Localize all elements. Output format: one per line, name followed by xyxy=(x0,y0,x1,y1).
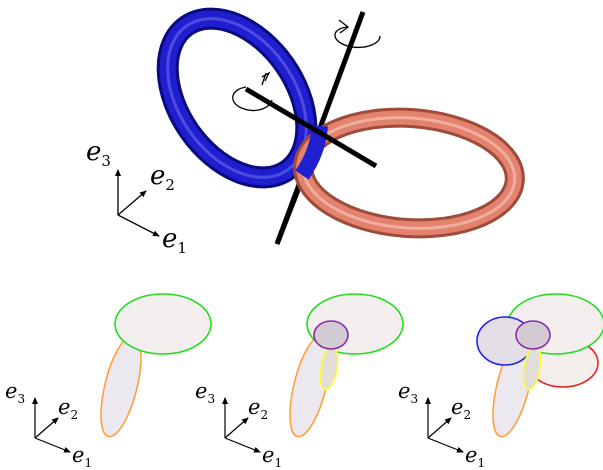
ellipse-purple xyxy=(515,320,551,350)
label-e1: e1 xyxy=(72,443,92,470)
label-e2: e2 xyxy=(58,395,78,422)
axis-triad-panel-2: e3 e2 e1 xyxy=(195,379,282,470)
bottom-panel-3: e3 e2 e1 xyxy=(398,293,603,470)
label-e1: e1 xyxy=(162,224,187,257)
label-e2: e2 xyxy=(150,161,175,194)
label-e3: e3 xyxy=(398,379,418,406)
label-e3: e3 xyxy=(5,379,25,406)
ellipse-green xyxy=(114,293,212,355)
label-e3: e3 xyxy=(86,137,111,170)
rotation-arrow-left xyxy=(232,71,273,112)
rotation-axis-horizontal xyxy=(244,86,378,169)
pink-ring xyxy=(293,107,525,239)
ellipse-purple xyxy=(313,320,349,350)
axis-triad-panel-1: e3 e2 e1 xyxy=(5,379,92,470)
label-e1: e1 xyxy=(465,443,485,470)
label-e2: e2 xyxy=(451,395,471,422)
bottom-panel-2: e3 e2 e1 xyxy=(195,293,404,470)
rotation-axis-vertical-front xyxy=(274,189,301,245)
axis-triad-panel-3: e3 e2 e1 xyxy=(398,379,485,470)
label-e2: e2 xyxy=(248,395,268,422)
axis-triad-top: e3 e2 e1 xyxy=(86,137,187,257)
label-e1: e1 xyxy=(262,443,282,470)
label-e3: e3 xyxy=(195,379,215,406)
rotation-arrow-right xyxy=(334,19,381,49)
bottom-panel-1: e3 e2 e1 xyxy=(5,293,212,470)
top-3d-link: e3 e2 e1 xyxy=(86,7,525,257)
blue-ring xyxy=(156,7,318,189)
